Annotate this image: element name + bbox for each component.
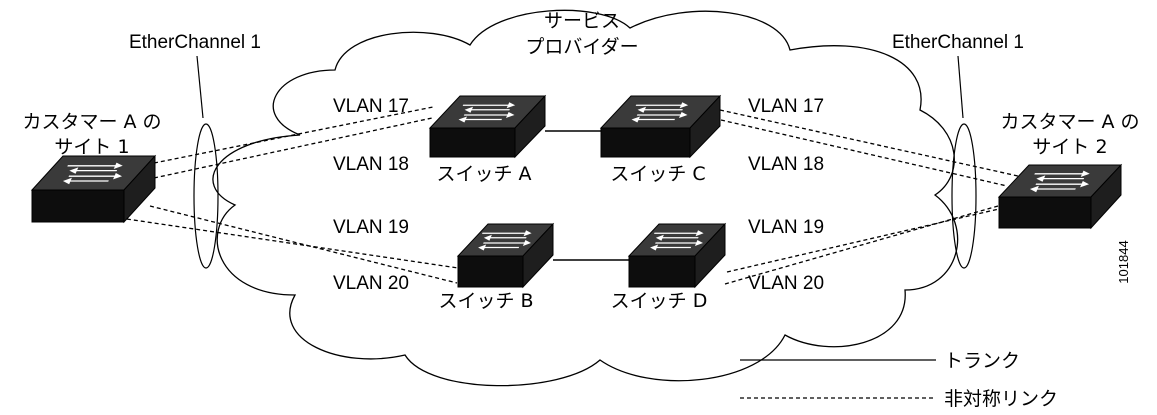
etherchannel-left-label: EtherChannel 1 [129,32,261,53]
site-1-label-line2: サイト 1 [54,136,129,158]
site-2-label-line2: サイト 2 [1032,136,1107,158]
asymmetric-links-right [719,109,1030,285]
vlan-label-left: VLAN 20 [333,273,409,294]
switch-b-icon [456,222,555,289]
figure-id: 101844 [1116,240,1131,283]
etherchannel-right-pointer [957,55,964,119]
switch-a-icon [428,94,547,159]
etherchannel-left-ellipse [193,123,219,269]
cloud-label-line1: サービス [544,10,620,32]
switch-b-label: スイッチ B [438,290,533,312]
etherchannel-left-pointer [196,55,204,119]
vlan-label-left: VLAN 19 [333,217,409,238]
cloud-label-line2: プロバイダー [525,36,638,58]
site-1-label-line1: カスタマー A の [22,111,161,133]
etherchannel-right-label: EtherChannel 1 [892,32,1024,53]
switch-c-label: スイッチ C [610,163,705,185]
switch-d-label: スイッチ D [611,290,708,312]
service-provider-cloud [212,9,959,387]
site-2-label-line1: カスタマー A の [1000,111,1139,133]
switch-c-icon [599,94,722,159]
legend-asymmetric-label: 非対称リンク [944,388,1058,410]
switch-a-label: スイッチ A [436,163,531,185]
vlan-label-right: VLAN 17 [748,96,824,117]
vlan-label-left: VLAN 17 [333,96,409,117]
legend-trunk-label: トランク [944,350,1020,372]
vlan-label-right: VLAN 19 [748,217,824,238]
switch-site-2-icon [997,163,1123,230]
switch-site-1-icon [30,154,157,224]
asymmetric-links-left [119,106,459,284]
etherchannel-right-ellipse [951,123,977,269]
vlan-label-right: VLAN 18 [748,154,824,175]
switch-d-icon [627,222,727,289]
vlan-label-left: VLAN 18 [333,154,409,175]
vlan-label-right: VLAN 20 [748,273,824,294]
